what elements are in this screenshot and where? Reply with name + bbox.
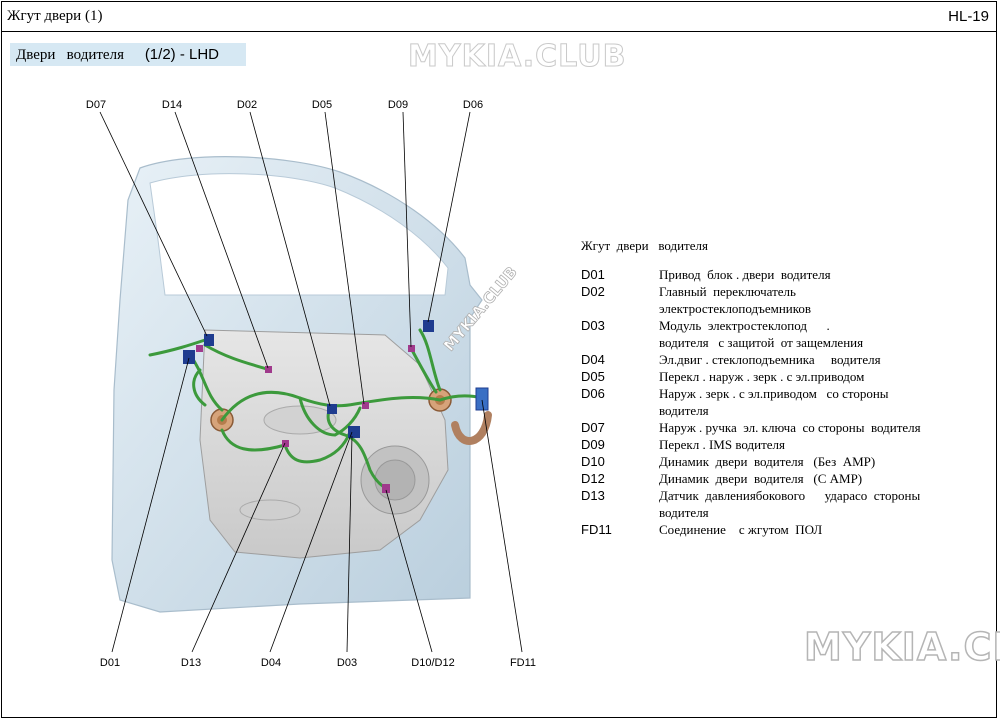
legend-row: D07 Наруж . ручка эл. ключа со стороны во… — [581, 419, 981, 436]
connector-d09 — [408, 345, 415, 352]
label-fd11: FD11 — [510, 657, 536, 669]
inner-panel — [199, 329, 449, 559]
legend-row: D03 Модуль электростеклопод . водителя с … — [581, 317, 981, 351]
page-number: HL-19 — [948, 8, 989, 25]
label-d03: D03 — [337, 657, 357, 669]
legend-row: D01 Привод блок . двери водителя — [581, 266, 981, 283]
section-title-ru: Двери водителя — [16, 47, 124, 63]
connector-d02 — [327, 404, 337, 414]
legend-row: D09 Перекл . IMS водителя — [581, 436, 981, 453]
legend-code: D04 — [581, 352, 605, 367]
legend-row: D10 Динамик двери водителя (Без AMP) — [581, 453, 981, 470]
label-d06: D06 — [463, 99, 483, 111]
legend-desc: Привод блок . двери водителя — [659, 267, 831, 282]
connector-fd11 — [475, 387, 489, 411]
legend-code: D01 — [581, 267, 605, 282]
connector-d14 — [265, 366, 272, 373]
legend-code: D09 — [581, 437, 605, 452]
window-opening — [149, 173, 449, 296]
legend-title: Жгут двери водителя — [581, 238, 708, 253]
connector-d05 — [362, 402, 369, 409]
legend-row: FD11 Соединение с жгутом ПОЛ — [581, 521, 981, 538]
legend-row: D12 Динамик двери водителя (С AMP) — [581, 470, 981, 487]
connector-d01 — [183, 350, 195, 364]
label-d01: D01 — [100, 657, 120, 669]
legend-code: D03 — [581, 318, 605, 333]
legend-row: D05 Перекл . наруж . зерк . с эл.приводом — [581, 368, 981, 385]
legend-code: D12 — [581, 471, 605, 486]
label-d10-d12: D10/D12 — [411, 657, 454, 669]
connector-d06 — [423, 320, 434, 332]
legend-desc: Главный переключатель электростеклоподъе… — [659, 284, 812, 316]
label-d14: D14 — [162, 99, 182, 111]
legend-code: D07 — [581, 420, 605, 435]
legend-code: FD11 — [581, 522, 612, 537]
label-d09: D09 — [388, 99, 408, 111]
page-header: Жгут двери (1) HL-19 — [1, 1, 997, 32]
legend-desc: Перекл . наруж . зерк . с эл.приводом — [659, 369, 865, 384]
legend-row: D04 Эл.двиг . стеклоподъемника водителя — [581, 351, 981, 368]
connectors — [183, 320, 489, 493]
legend-desc: Перекл . IMS водителя — [659, 437, 786, 452]
legend-code: D10 — [581, 454, 605, 469]
connector-d07 — [204, 334, 214, 346]
legend-row: D06 Наруж . зерк . с эл.приводом со сторо… — [581, 385, 981, 419]
watermark-bottom: MYKIA.CLUB — [803, 624, 1000, 670]
legend-desc: Динамик двери водителя (С AMP) — [659, 471, 863, 486]
legend-row: D02 Главный переключатель электростеклопо… — [581, 283, 981, 317]
label-d04: D04 — [261, 657, 281, 669]
window-regulator-panel — [199, 329, 449, 559]
document-title: Жгут двери (1) — [7, 8, 103, 24]
legend-desc: Соединение с жгутом ПОЛ — [659, 522, 823, 537]
legend: Жгут двери водителя D01 Привод блок . две… — [581, 238, 981, 538]
section-title: Двери водителя (1/2) - LHD — [10, 43, 246, 66]
connector-d13 — [282, 440, 289, 447]
legend-code: D02 — [581, 284, 605, 299]
legend-code: D05 — [581, 369, 605, 384]
legend-code: D06 — [581, 386, 605, 401]
legend-desc: Датчик давлениябокового ударасо стороны … — [659, 488, 921, 520]
connector-pink-a — [196, 345, 203, 352]
label-d05: D05 — [312, 99, 332, 111]
label-d07: D07 — [86, 99, 106, 111]
legend-desc: Наруж . ручка эл. ключа со стороны водит… — [659, 420, 921, 435]
legend-desc: Эл.двиг . стеклоподъемника водителя — [659, 352, 881, 367]
connector-d10-d12 — [382, 484, 390, 493]
legend-desc: Динамик двери водителя (Без AMP) — [659, 454, 876, 469]
legend-row: D13 Датчик давлениябокового ударасо сторо… — [581, 487, 981, 521]
connector-d03 — [348, 426, 360, 438]
leader-lines — [99, 111, 523, 653]
section-title-part: (1/2) - LHD — [144, 46, 219, 63]
hinge-boot — [451, 411, 492, 445]
label-d02: D02 — [237, 99, 257, 111]
legend-desc: Наруж . зерк . с эл.приводом со стороны … — [659, 386, 889, 418]
legend-code: D13 — [581, 488, 605, 503]
label-d13: D13 — [181, 657, 201, 669]
legend-desc: Модуль электростеклопод . водителя с защ… — [659, 318, 864, 350]
watermark-top: MYKIA.CLUB — [407, 39, 627, 75]
